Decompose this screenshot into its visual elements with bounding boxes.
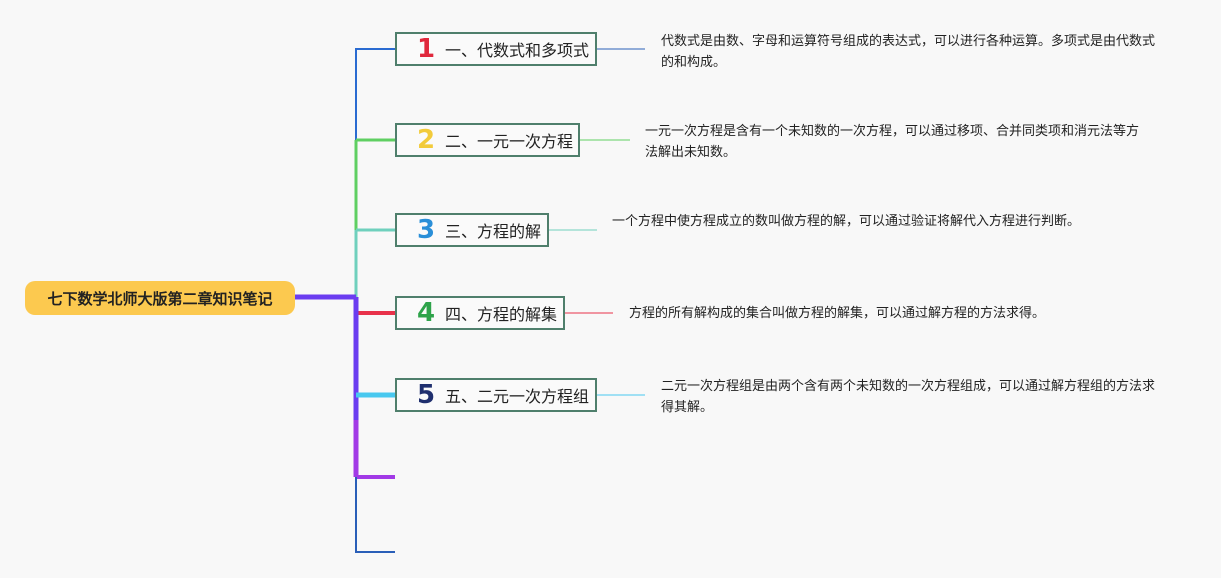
number-5-icon: 5 — [416, 380, 436, 410]
number-4-icon: 4 — [416, 298, 436, 328]
branch-label-2: 二、一元一次方程 — [445, 132, 574, 151]
branch-node-5[interactable]: 5 五、二元一次方程组 — [395, 378, 597, 412]
root-topic[interactable]: 七下数学北师大版第二章知识笔记 — [25, 281, 295, 315]
number-1-icon: 1 — [416, 34, 436, 64]
branch-description-3[interactable]: 一个方程中使方程成立的数叫做方程的解，可以通过验证将解代入方程进行判断。 — [612, 214, 1081, 229]
root-topic-label: 七下数学北师大版第二章知识笔记 — [47, 289, 273, 308]
branch-label-5: 五、二元一次方程组 — [445, 387, 590, 406]
branch-node-3[interactable]: 3 三、方程的解 — [395, 213, 549, 247]
branch-description-2[interactable]: 一元一次方程是含有一个未知数的一次方程，可以通过移项、合并同类项和消元法等方法解… — [645, 124, 1140, 160]
branch-node-2[interactable]: 2 二、一元一次方程 — [395, 123, 580, 157]
branch-label-4: 四、方程的解集 — [445, 305, 558, 324]
empty-branch-blue — [355, 477, 395, 553]
branch-label-1: 一、代数式和多项式 — [445, 41, 590, 60]
branch-node-1[interactable]: 1 一、代数式和多项式 — [395, 32, 597, 66]
branch-description-5[interactable]: 二元一次方程组是由两个含有两个未知数的一次方程组成，可以通过解方程组的方法求得其… — [661, 379, 1156, 415]
branch-label-3: 三、方程的解 — [445, 222, 542, 241]
number-3-icon: 3 — [416, 215, 436, 245]
branch-node-4[interactable]: 4 四、方程的解集 — [395, 296, 565, 330]
branch-description-1[interactable]: 代数式是由数、字母和运算符号组成的表达式，可以进行各种运算。多项式是由代数式的和… — [661, 34, 1156, 70]
trunk-line-upper — [355, 48, 395, 297]
branch-description-4[interactable]: 方程的所有解构成的集合叫做方程的解集，可以通过解方程的方法求得。 — [629, 306, 1046, 321]
number-2-icon: 2 — [416, 125, 436, 155]
